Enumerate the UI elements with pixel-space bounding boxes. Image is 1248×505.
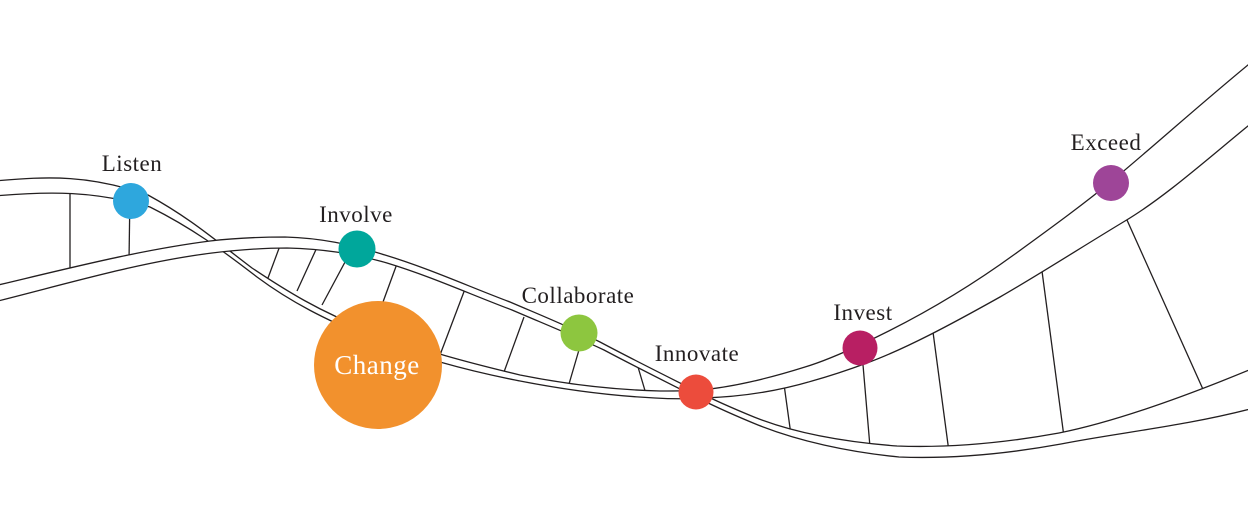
helix-rung — [1117, 199, 1207, 397]
helix-rung — [930, 316, 950, 453]
node-listen-label: Listen — [102, 151, 163, 176]
helix-rung — [637, 366, 647, 395]
node-innovate-label: Innovate — [655, 341, 739, 366]
helix-rung — [1039, 255, 1065, 438]
helix-rung — [439, 288, 466, 356]
helix-rungs — [69, 184, 1207, 453]
node-exceed-circle — [1093, 165, 1129, 201]
node-invest-label: Invest — [833, 300, 892, 325]
node-involve-label: Involve — [319, 202, 393, 227]
node-change-circle — [314, 301, 442, 429]
node-invest-circle — [842, 330, 878, 366]
node-collaborate-circle — [560, 314, 598, 352]
helix-rung — [503, 316, 525, 373]
node-exceed-label: Exceed — [1071, 130, 1142, 155]
node-innovate-circle — [678, 374, 714, 410]
strand-a-ribbon — [0, 64, 1248, 400]
helix-rung — [296, 242, 320, 292]
helix-rung — [267, 242, 282, 279]
node-change-label: Change — [334, 350, 419, 380]
node-collaborate-label: Collaborate — [522, 283, 635, 308]
helix-rung — [861, 352, 871, 448]
node-listen-circle — [113, 183, 149, 219]
strand-b-ribbon — [0, 236, 1248, 459]
node-involve-circle — [338, 230, 376, 268]
